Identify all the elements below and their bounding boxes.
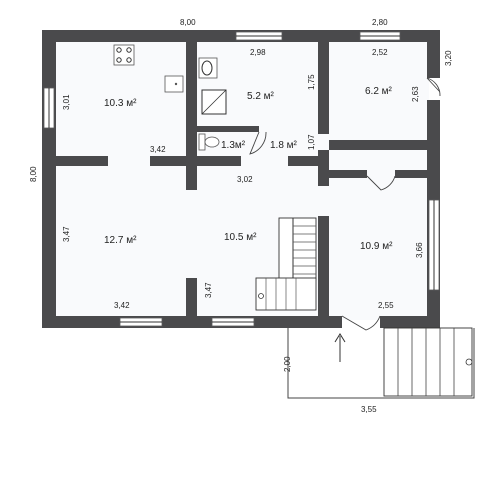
dim-bottom-left: 3,42	[114, 301, 130, 310]
room-area-hall: 10.5 м²	[224, 232, 257, 243]
room-area-bathroom: 5.2 м²	[247, 91, 275, 102]
wall-right-top	[427, 30, 440, 78]
wall-left	[42, 30, 56, 328]
dim-top-right: 2,80	[372, 18, 388, 27]
room-area-closet: 1.8 м²	[270, 140, 298, 151]
floor-area	[55, 42, 429, 320]
dim-room62-right: 2,63	[411, 86, 420, 102]
wall-kitchen-bottom-left	[56, 156, 108, 166]
door-room-right	[366, 175, 396, 191]
staircase-icon	[255, 217, 317, 311]
room-area-living: 12.7 м²	[104, 235, 137, 246]
porch	[287, 327, 475, 399]
dim-hall-right: 1,75	[307, 74, 316, 90]
wall-bottom-right	[380, 316, 440, 328]
room-labels: 10.3 м² 5.2 м² 6.2 м² 1.3м² 1.8 м² 12.7 …	[104, 86, 393, 252]
room-area-room-right: 10.9 м²	[360, 241, 393, 252]
stove-icon	[113, 44, 135, 66]
wall-bottom	[42, 316, 342, 328]
wall-bath-bedroom	[318, 42, 329, 134]
windows	[43, 31, 440, 327]
dim-window-top-mid: 2,98	[250, 48, 266, 57]
wall-toilet-bottom	[197, 156, 241, 166]
wall-closet-right	[318, 150, 329, 186]
wall-room-right-top-right	[395, 170, 427, 178]
door-bedroom-exterior	[426, 77, 441, 97]
dim-porch-left: 2,00	[283, 356, 292, 372]
dim-living-left: 3,47	[62, 226, 71, 242]
doors	[249, 77, 441, 331]
porch-stairs	[383, 327, 473, 397]
dim-window-top-right: 2,52	[372, 48, 388, 57]
door-entrance	[341, 315, 381, 331]
washbasin-icon	[198, 57, 218, 79]
dim-top-total: 8,00	[180, 18, 196, 27]
wall-stair-left	[186, 278, 197, 316]
room-area-kitchen: 10.3 м²	[104, 98, 137, 109]
dim-stair-side: 3,47	[204, 282, 213, 298]
wall-bedroom-bottom	[329, 140, 427, 150]
wall-closet-bottom	[288, 156, 318, 166]
wall-room-right-top-left	[329, 170, 367, 178]
interior-walls	[56, 42, 427, 316]
wall-hall-right	[318, 216, 329, 316]
dimension-labels: 8,00 2,80 2,98 2,52 3,42 3,02 3,42 2,55 …	[29, 18, 453, 414]
room-area-toilet: 1.3м²	[221, 140, 246, 151]
room-area-bedroom-small: 6.2 м²	[365, 86, 393, 97]
dim-toilet-bottom: 3,02	[237, 175, 253, 184]
dim-left-total: 8,00	[29, 166, 38, 182]
door-toilet	[249, 131, 267, 155]
wall-kitchen-bottom-right	[150, 156, 186, 166]
wall-toilet-top	[197, 126, 259, 132]
toilet-icon	[198, 133, 220, 151]
dim-bath-right: 1,07	[307, 134, 316, 150]
wall-kitchen-bath	[186, 42, 197, 190]
dim-porch-bottom: 3,55	[361, 405, 377, 414]
entrance-arrow-icon	[334, 333, 346, 362]
shower-icon	[201, 89, 227, 115]
dim-bottom-right: 2,55	[378, 301, 394, 310]
dim-right-upper: 3,20	[444, 50, 453, 66]
dim-hall-right-side: 3,66	[415, 242, 424, 258]
sink-icon	[164, 75, 184, 93]
dim-kitchen-bottom: 3,42	[150, 145, 166, 154]
dim-kitchen-left: 3,01	[62, 94, 71, 110]
